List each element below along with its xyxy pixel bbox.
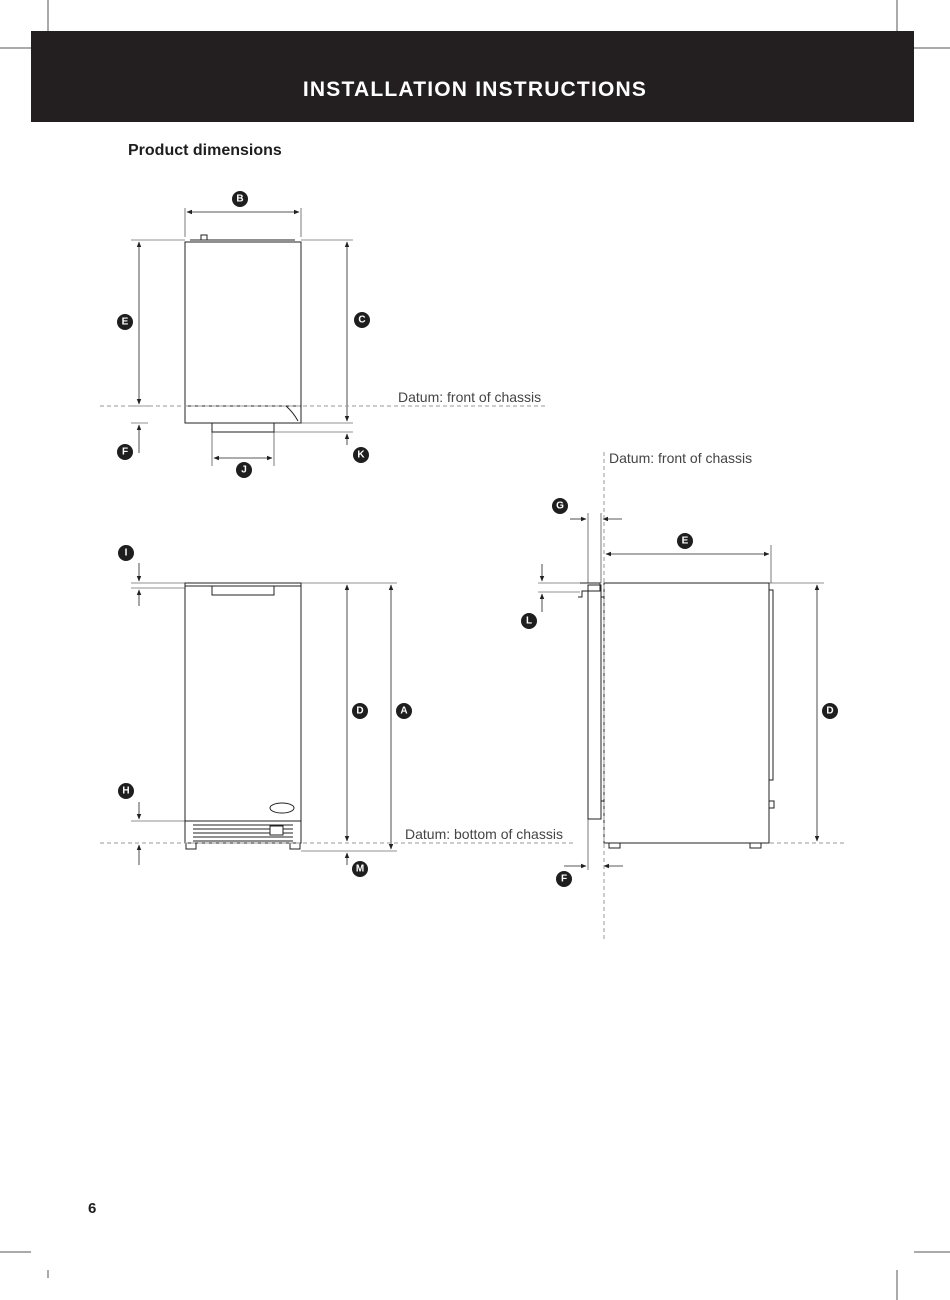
badge-g-label: G [556,501,564,512]
badge-e-label: E [122,317,129,328]
badge-l-label: L [526,616,532,627]
badge-i-label: I [125,548,128,559]
badge-b-label: B [236,194,243,205]
badge-g: G [552,498,568,514]
page-title: INSTALLATION INSTRUCTIONS [302,78,648,101]
badge-h-label: H [122,786,129,797]
page-number: 6 [88,1200,97,1217]
badge-f-side-label: F [561,874,567,885]
badge-d-side-label: D [826,706,833,717]
badge-a: A [396,703,412,719]
datum-label-bottom: Datum: bottom of chassis [405,826,563,842]
side-view [538,513,824,870]
badge-h: H [118,783,134,799]
badge-k-label: K [357,450,365,461]
datum-label-side-front: Datum: front of chassis [609,450,752,466]
badge-j: J [236,462,252,478]
badge-e-side: E [677,533,693,549]
badge-e-top: E [117,314,133,330]
badge-k: K [353,447,369,463]
badge-m: M [352,861,368,877]
badge-b: B [232,191,248,207]
badge-j-label: J [241,465,247,476]
top-view [131,208,353,466]
badge-l: L [521,613,537,629]
badge-d-side: D [822,703,838,719]
badge-a-label: A [400,706,407,717]
header-band [31,31,914,122]
badge-e-side-label: E [682,536,689,547]
datum-label-front: Datum: front of chassis [398,389,541,405]
badge-d-front: D [352,703,368,719]
badge-i: I [118,545,134,561]
badge-f-top: F [117,444,133,460]
section-title: Product dimensions [128,142,282,159]
badge-d-label: D [356,706,363,717]
badge-m-label: M [356,864,364,875]
badge-c-label: C [358,315,365,326]
badge-c: C [354,312,370,328]
badge-f-side: F [556,871,572,887]
badge-f-label: F [122,447,128,458]
